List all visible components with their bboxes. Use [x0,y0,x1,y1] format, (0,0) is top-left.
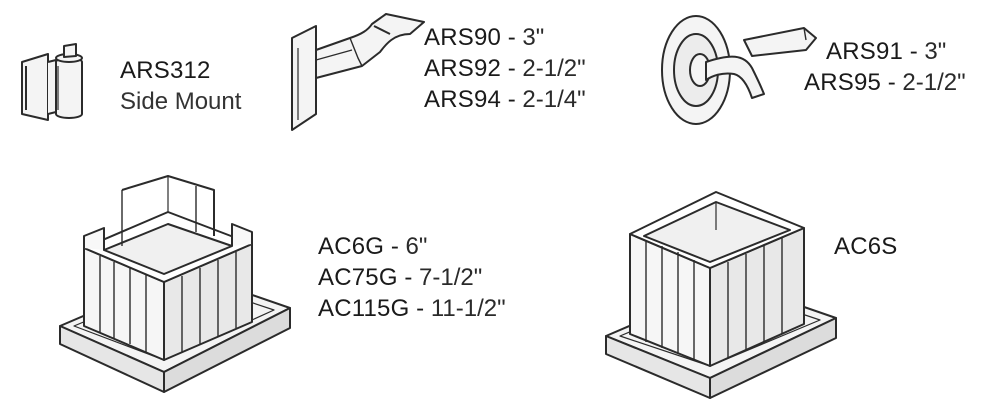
part-code: ARS94 [424,86,502,113]
separator: - [501,24,523,51]
separator: - [501,86,523,113]
part-code: AC75G [318,264,398,291]
part-code: ARS90 [424,24,502,51]
separator: - [384,233,406,260]
ars312-side-mount-drawing [18,40,88,124]
ars90-bracket-drawing [290,8,430,132]
part-size: 7-1/2" [419,264,483,291]
ac6s-post-cover-drawing [604,184,844,414]
separator: - [501,55,523,82]
part-code: ARS91 [826,38,904,65]
separator: - [409,295,431,322]
part-code: ARS312 [120,57,211,84]
ars90-label: ARS90 - 3" ARS92 - 2-1/2" ARS94 - 2-1/4" [424,22,586,115]
part-size: 3" [924,38,947,65]
ac6g-label: AC6G - 6" AC75G - 7-1/2" AC115G - 11-1/2… [318,231,506,324]
part-code: ARS92 [424,55,502,82]
ac6g-post-cover-drawing [56,175,296,412]
part-size: 2-1/4" [522,86,586,113]
part-description: Side Mount [120,88,242,115]
separator: - [881,69,903,96]
part-code: ARS95 [804,69,882,96]
part-code: AC115G [318,295,410,322]
ars312-label: ARS312 Side Mount [120,55,241,117]
separator: - [397,264,420,291]
part-size: 2-1/2" [522,55,586,82]
top-accent-rule [70,0,660,4]
ars91-label: ARS91 - 3" ARS95 - 2-1/2" [804,36,966,98]
part-size: 11-1/2" [430,295,506,322]
part-code: AC6G [318,233,385,260]
part-size: 3" [522,24,545,51]
ars91-wall-bracket-drawing [660,10,820,130]
part-size: 2-1/2" [902,69,966,96]
separator: - [903,38,925,65]
part-size: 6" [405,233,428,260]
part-code: AC6S [834,233,898,260]
ac6s-label: AC6S [834,231,898,262]
